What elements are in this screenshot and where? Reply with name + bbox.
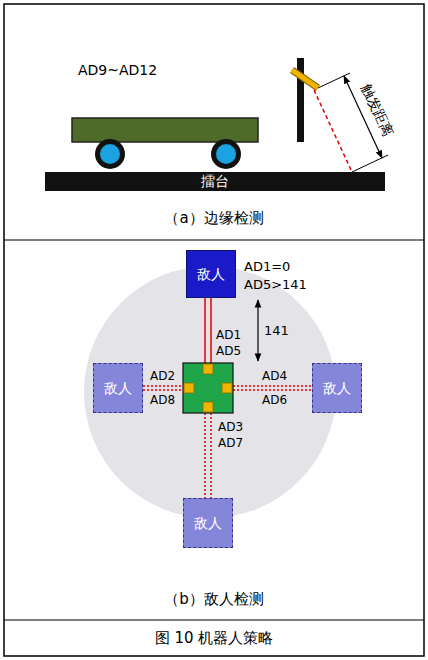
sensor-name: AD3 [218,420,243,434]
figure-caption: 图 10 机器人策略 [0,629,428,647]
enemy-box: 敌人 [183,498,233,548]
enemy-box: 敌人 [312,363,362,413]
sensor-beam [143,385,183,387]
sensor-name: AD8 [150,393,175,407]
sensor-name: AD6 [262,393,287,407]
divider [4,239,424,240]
sensor-name: AD7 [218,436,243,450]
sensor-group-label: AD9~AD12 [78,62,157,79]
node-label: 敌人 [194,515,222,532]
subfigure-caption: （a）边缘检测 [0,209,428,227]
frame [4,4,424,656]
dimension-label: 141 [264,323,289,339]
sensor-beam [210,298,212,363]
arena-circle [84,266,336,518]
sensor-beam [210,413,212,498]
sensor-beam [143,389,183,391]
sensor-reading: AD1=0 [244,259,290,275]
node-label: 擂台 [201,173,229,190]
dimension-label: 触发距离 [358,81,397,139]
robot-body [183,363,233,413]
chassis [72,118,258,142]
edge-sensor [292,70,318,88]
sensor-beam [204,413,206,498]
sensor-name: AD2 [150,369,175,383]
distance-sensor [222,383,232,393]
sensor-name: AD5 [216,344,241,358]
sensor-beam [233,389,312,391]
edge-sensor [292,70,318,88]
wheel [95,139,125,169]
distance-sensor [184,383,194,393]
sensor-beam [204,298,206,363]
dimension-line [257,300,258,361]
wheel [216,144,236,164]
node-label: 敌人 [197,266,225,283]
wheel [100,144,120,164]
sensor-name: AD4 [262,369,287,383]
extension-line [352,155,388,172]
enemy-box: 敌人 [186,250,236,298]
sensor-name: AD1 [216,328,241,342]
sensor-beam [314,90,352,172]
subfigure-caption: （b）敌人检测 [0,590,428,608]
sensor-reading: AD5>141 [244,277,307,293]
divider [4,619,424,620]
wheel [211,139,241,169]
node-label: 敌人 [104,380,132,397]
distance-sensor [203,364,213,374]
arena-platform: 擂台 [45,172,385,191]
sensor-beam [233,385,312,387]
extension-line [318,73,350,88]
distance-sensor [203,402,213,412]
node-label: 敌人 [323,380,351,397]
enemy-box: 敌人 [93,363,143,413]
